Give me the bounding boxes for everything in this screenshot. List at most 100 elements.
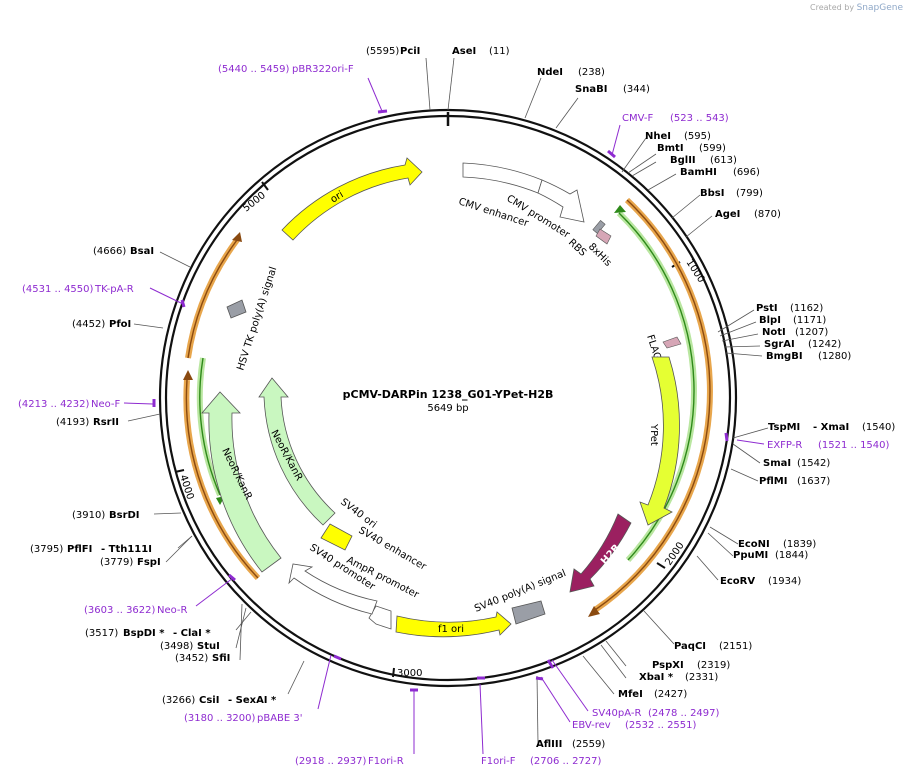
pos-afliii: (2559) (572, 739, 605, 750)
credit-prefix: Created by (810, 3, 855, 12)
range-pbr322ori-f: (5440 .. 5459) (218, 64, 290, 75)
range-tk-pa-r: (4531 .. 4550) (22, 284, 94, 295)
feature-neor-inner[interactable]: NeoR/KanR (258, 377, 336, 526)
pos-bsrdi: (3910) (72, 510, 105, 521)
enzyme-ppumi: PpuMI (733, 550, 768, 561)
enzyme-bsai: BsaI (130, 246, 154, 257)
pos-mfei: (2427) (654, 689, 687, 700)
enzyme-rsrii: RsrII (93, 417, 119, 428)
pos-sfii: (3452) (175, 653, 208, 664)
enzyme-tth111i: - Tth111I (101, 544, 152, 555)
enzyme-clai: - ClaI * (173, 628, 211, 639)
label-sv40-ori: SV40 ori (338, 497, 378, 531)
label-rbs: RBS (566, 237, 588, 259)
pos-psti: (1162) (790, 303, 823, 314)
range-cmv-f: (523 .. 543) (670, 113, 729, 124)
range-sv40pa-r: (2478 .. 2497) (648, 708, 720, 719)
enzyme-ndei: NdeI (537, 67, 563, 78)
pos-xmai: (1540) (862, 422, 895, 433)
range-neo-r: (3603 .. 3622) (84, 605, 156, 616)
range-ebv-rev: (2532 .. 2551) (625, 720, 697, 731)
feature-f1-ori[interactable]: f1 ori (395, 611, 512, 638)
pos-bmgbi: (1280) (818, 351, 851, 362)
feature-sv40-promoter[interactable]: SV40 promoter (288, 542, 378, 615)
tick-3000: 3000 (397, 668, 422, 679)
primer-neo-r: Neo-R (157, 605, 188, 616)
primer-f1ori-r: F1ori-R (368, 756, 404, 767)
enzyme-tspmi: TspMI (768, 422, 800, 433)
enzyme-ecorv: EcoRV (720, 576, 755, 587)
primer-tk-pa-r: TK-pA-R (94, 284, 134, 295)
feature-8xhis[interactable] (595, 228, 612, 245)
pos-fspi: (3779) (100, 557, 133, 568)
feature-ypet[interactable]: YPet (639, 356, 680, 526)
pos-pfoi: (4452) (72, 319, 105, 330)
enzyme-bspdi: BspDI * (123, 628, 165, 639)
feature-cmv-enhancer[interactable] (462, 162, 543, 194)
enzyme-labels: (5595) PciI AseI (11) NdeI (238) SnaBI (… (30, 46, 895, 750)
enzyme-mfei: MfeI (618, 689, 643, 700)
enzyme-sfii: SfiI (212, 653, 230, 664)
primer-exfp-r: EXFP-R (767, 440, 802, 451)
pos-bspdi: (3517) (85, 628, 118, 639)
primer-pbabe3: pBABE 3' (257, 713, 303, 724)
range-f1ori-r: (2918 .. 2937) (295, 756, 367, 767)
range-exfp-r: (1521 .. 1540) (818, 440, 890, 451)
enzyme-pflmi: PflMI (759, 476, 787, 487)
feature-hsv-tk-polya[interactable]: HSV TK poly(A) signal (226, 266, 279, 372)
primer-leaders (123, 77, 765, 755)
snapgene-credit: Created by SnapGene (810, 3, 903, 13)
enzyme-pfoi: PfoI (109, 319, 131, 330)
label-8xhis: 8xHis (586, 241, 613, 268)
pos-pspxi: (2319) (697, 660, 730, 671)
enzyme-psti: PstI (756, 303, 778, 314)
pos-noti: (1207) (795, 327, 828, 338)
pos-bglii: (613) (710, 155, 737, 166)
enzyme-sexai: - SexAI * (228, 695, 277, 706)
pos-paqci: (2151) (719, 641, 752, 652)
pos-snabi: (344) (623, 84, 650, 95)
enzyme-agei: AgeI (715, 209, 740, 220)
feature-ampr-promoter[interactable]: AmpR promoter (345, 555, 422, 630)
pos-asei: (11) (489, 46, 510, 57)
feature-ori[interactable]: ori (281, 157, 423, 241)
pos-stui: (3498) (160, 641, 193, 652)
enzyme-smai: SmaI (763, 458, 791, 469)
primer-labels: (5440 .. 5459) pBR322ori-F CMV-F (523 ..… (18, 64, 890, 767)
pos-econi: (1839) (783, 539, 816, 550)
enzyme-xmai: - XmaI (813, 422, 849, 433)
enzyme-pcii: PciI (400, 46, 420, 57)
feature-flag[interactable] (662, 336, 682, 349)
enzyme-xbai: XbaI * (639, 672, 674, 683)
enzyme-sgrai: SgrAI (764, 339, 795, 350)
feature-h2b[interactable]: H2B (569, 513, 632, 593)
enzyme-pflfi: PflFI (67, 544, 92, 555)
plasmid-name: pCMV-DARPin 1238_G01-YPet-H2B (343, 388, 554, 401)
enzyme-csii: CsiI (199, 695, 219, 706)
enzyme-nhei: NheI (645, 131, 671, 142)
range-neo-f: (4213 .. 4232) (18, 399, 90, 410)
pos-smai: (1542) (797, 458, 830, 469)
pos-pcii: (5595) (366, 46, 399, 57)
pos-bsai: (4666) (93, 246, 126, 257)
enzyme-bmgbi: BmgBI (766, 351, 803, 362)
plasmid-size: 5649 bp (427, 403, 468, 414)
pos-bbsi: (799) (736, 188, 763, 199)
primer-sv40pa-r: SV40pA-R (592, 708, 641, 719)
cds-guides-left (183, 232, 261, 581)
enzyme-econi: EcoNI (738, 539, 770, 550)
pos-ppumi: (1844) (775, 550, 808, 561)
feature-cmv-promoter[interactable] (537, 179, 585, 223)
enzyme-noti: NotI (762, 327, 786, 338)
label-f1-ori: f1 ori (438, 624, 464, 635)
pos-csii: (3266) (162, 695, 195, 706)
enzyme-bamhi: BamHI (680, 167, 717, 178)
feature-rbs[interactable] (592, 220, 606, 234)
label-ypet: YPet (648, 423, 659, 446)
enzyme-bbsi: BbsI (700, 188, 724, 199)
primer-neo-f: Neo-F (91, 399, 121, 410)
feature-sv40-polya[interactable]: SV40 poly(A) signal (473, 568, 568, 625)
pos-ecorv: (1934) (768, 576, 801, 587)
pos-sgrai: (1242) (808, 339, 841, 350)
enzyme-fspi: FspI (137, 557, 161, 568)
